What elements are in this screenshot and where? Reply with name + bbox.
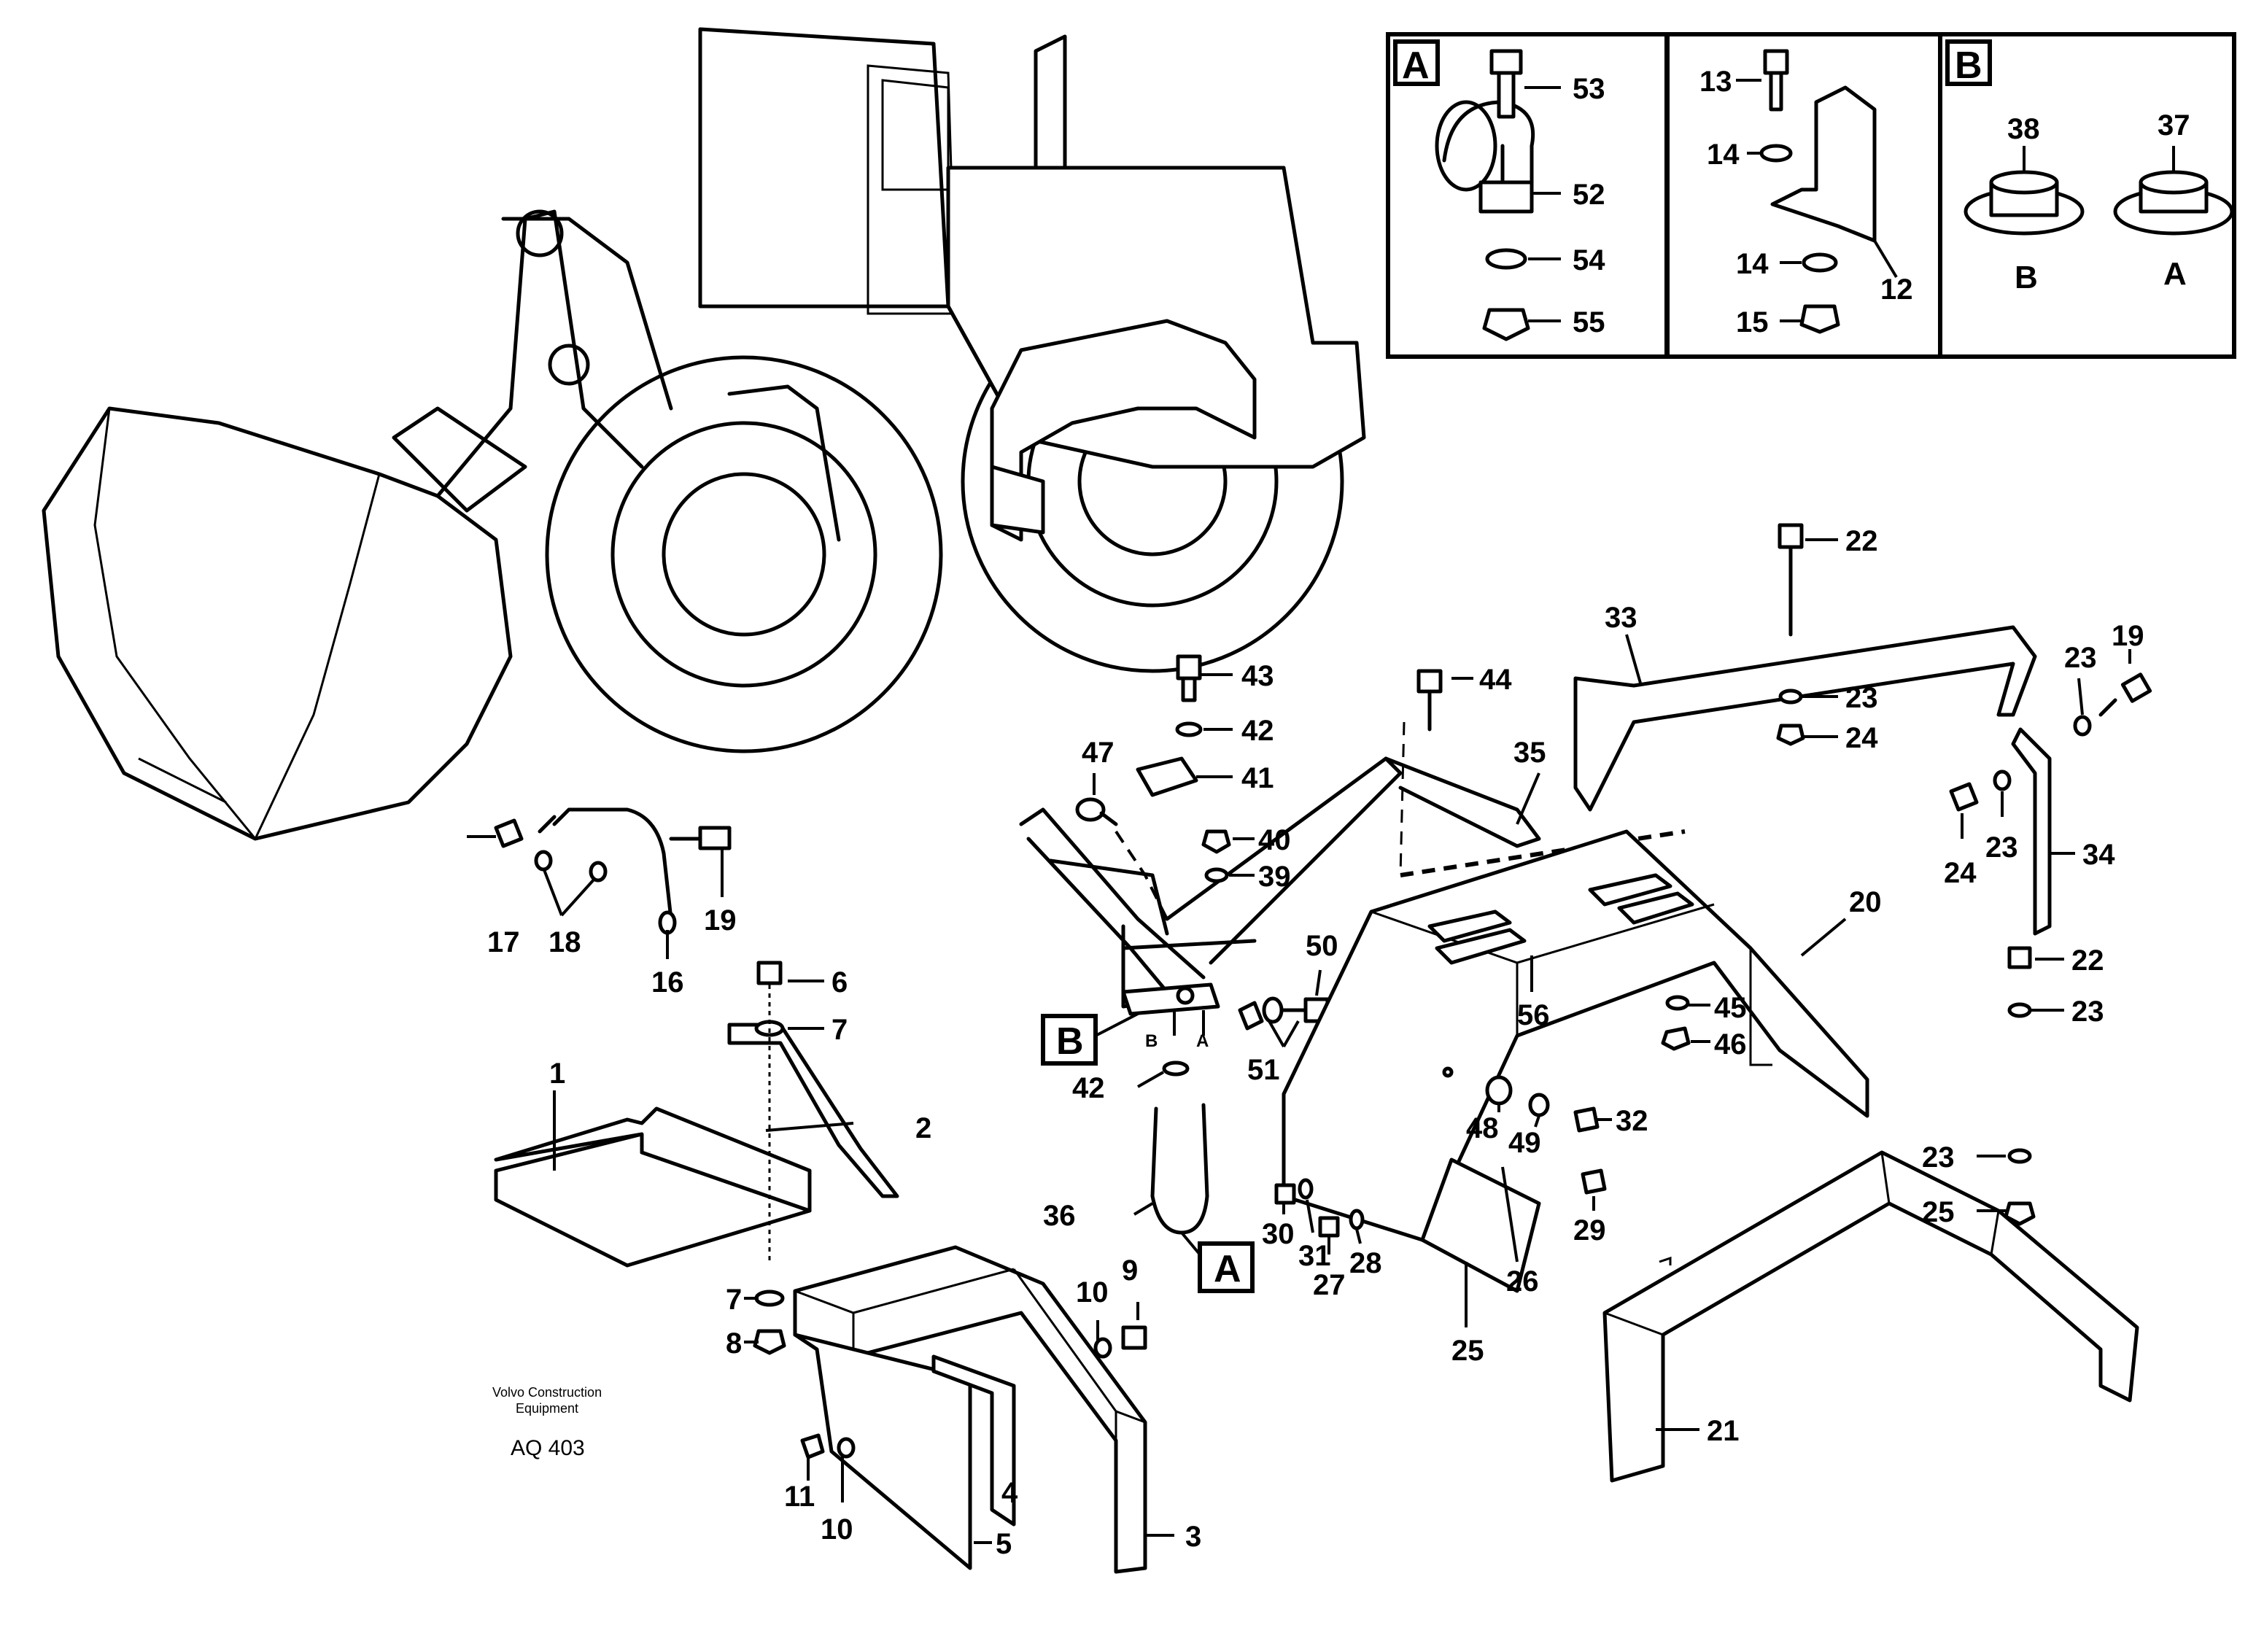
detail-bracket-box: 13 14 14 15 12 bbox=[1664, 32, 1942, 359]
position-b: B bbox=[1145, 1031, 1158, 1051]
callout-10-left: 10 bbox=[821, 1513, 853, 1546]
callout-53: 53 bbox=[1573, 73, 1605, 105]
callout-24-right: 24 bbox=[1944, 857, 1977, 889]
callout-50: 50 bbox=[1306, 930, 1338, 962]
callout-27: 27 bbox=[1313, 1269, 1346, 1301]
callout-17: 17 bbox=[487, 926, 520, 958]
callout-1: 1 bbox=[549, 1058, 565, 1090]
callout-19-left: 19 bbox=[704, 904, 737, 936]
callout-56: 56 bbox=[1517, 999, 1550, 1031]
callout-25-center: 25 bbox=[1451, 1335, 1484, 1367]
callout-33: 33 bbox=[1605, 602, 1637, 634]
callout-2: 2 bbox=[915, 1112, 931, 1144]
callout-45: 45 bbox=[1714, 992, 1747, 1024]
detail-a-box: A 53 52 54 55 bbox=[1386, 32, 1670, 359]
callout-16: 16 bbox=[651, 966, 684, 998]
callout-52: 52 bbox=[1573, 179, 1605, 211]
callout-36: 36 bbox=[1043, 1200, 1076, 1232]
callout-28: 28 bbox=[1349, 1247, 1382, 1279]
callout-35: 35 bbox=[1513, 737, 1546, 769]
callout-51: 51 bbox=[1247, 1054, 1280, 1086]
callout-4: 4 bbox=[1001, 1477, 1018, 1509]
position-a: A bbox=[1196, 1031, 1209, 1051]
callout-54: 54 bbox=[1573, 244, 1605, 276]
callout-43: 43 bbox=[1241, 660, 1274, 692]
callout-23-right-mid: 23 bbox=[1985, 831, 2018, 864]
callout-22-upper: 22 bbox=[1845, 525, 1878, 557]
callout-30: 30 bbox=[1262, 1218, 1295, 1250]
rear-fender-group: 22 23 24 33 19 23 24 23 34 22 23 23 25 bbox=[1262, 523, 2152, 1483]
callout-39: 39 bbox=[1258, 861, 1291, 893]
callout-29: 29 bbox=[1573, 1214, 1606, 1246]
callout-18: 18 bbox=[549, 926, 581, 958]
callout-23-upper: 23 bbox=[1845, 682, 1878, 714]
detail-b-box: B 38 37 B A bbox=[1938, 32, 2236, 359]
publisher-line-1: Volvo Construction bbox=[492, 1385, 602, 1400]
front-fender-group: 17 18 19 16 6 7 2 7 8 1 bbox=[467, 807, 1201, 1574]
callout-31: 31 bbox=[1298, 1240, 1331, 1272]
callout-42-lower: 42 bbox=[1072, 1072, 1105, 1104]
callout-42-upper: 42 bbox=[1241, 715, 1274, 747]
callout-12: 12 bbox=[1880, 274, 1913, 306]
callout-19-right: 19 bbox=[2112, 620, 2144, 652]
callout-7-upper: 7 bbox=[832, 1014, 848, 1046]
callout-40: 40 bbox=[1258, 824, 1291, 856]
callout-3: 3 bbox=[1185, 1521, 1201, 1553]
callout-6: 6 bbox=[832, 966, 848, 998]
callout-23-lower-left: 23 bbox=[1922, 1141, 1955, 1174]
detail-a-label: A bbox=[1402, 44, 1430, 87]
detail-b-label: B bbox=[1955, 44, 1982, 87]
variant-b-label: B bbox=[2015, 260, 2038, 295]
callout-25-right: 25 bbox=[1922, 1196, 1955, 1228]
callout-10-right: 10 bbox=[1076, 1276, 1109, 1308]
callout-49: 49 bbox=[1508, 1127, 1541, 1159]
callout-47: 47 bbox=[1082, 737, 1115, 769]
callout-37: 37 bbox=[2158, 109, 2190, 141]
callout-20: 20 bbox=[1849, 886, 1882, 918]
publisher-line-2: Equipment bbox=[516, 1401, 578, 1416]
callout-9: 9 bbox=[1122, 1254, 1138, 1287]
wheel-loader-illustration bbox=[42, 27, 1366, 841]
callout-32: 32 bbox=[1616, 1105, 1648, 1137]
callout-13: 13 bbox=[1699, 66, 1732, 98]
callout-8: 8 bbox=[726, 1327, 742, 1360]
callout-46: 46 bbox=[1714, 1028, 1747, 1060]
figure-code: AQ 403 bbox=[511, 1436, 585, 1460]
callout-38: 38 bbox=[2007, 113, 2040, 145]
callout-22-lower: 22 bbox=[2071, 945, 2104, 977]
callout-23-lower-right: 23 bbox=[2071, 996, 2104, 1028]
callout-15: 15 bbox=[1736, 306, 1769, 338]
callout-14-upper: 14 bbox=[1707, 139, 1740, 171]
marker-b: B bbox=[1056, 1020, 1084, 1063]
callout-34: 34 bbox=[2082, 839, 2115, 871]
figure-credits: Volvo Construction Equipment AQ 403 bbox=[492, 1385, 602, 1460]
callout-11: 11 bbox=[784, 1481, 815, 1513]
callout-26: 26 bbox=[1506, 1265, 1539, 1298]
callout-23-right-top: 23 bbox=[2064, 642, 2097, 674]
marker-a: A bbox=[1214, 1248, 1241, 1290]
callout-7-lower: 7 bbox=[726, 1284, 742, 1316]
callout-21: 21 bbox=[1707, 1415, 1740, 1447]
variant-a-label: A bbox=[2163, 256, 2187, 292]
callout-14-lower: 14 bbox=[1736, 248, 1769, 280]
callout-24-upper: 24 bbox=[1845, 722, 1878, 754]
callout-41: 41 bbox=[1241, 762, 1274, 794]
callout-5: 5 bbox=[996, 1528, 1012, 1560]
callout-44: 44 bbox=[1479, 664, 1512, 696]
callout-55: 55 bbox=[1573, 306, 1605, 338]
callout-48: 48 bbox=[1466, 1112, 1499, 1144]
